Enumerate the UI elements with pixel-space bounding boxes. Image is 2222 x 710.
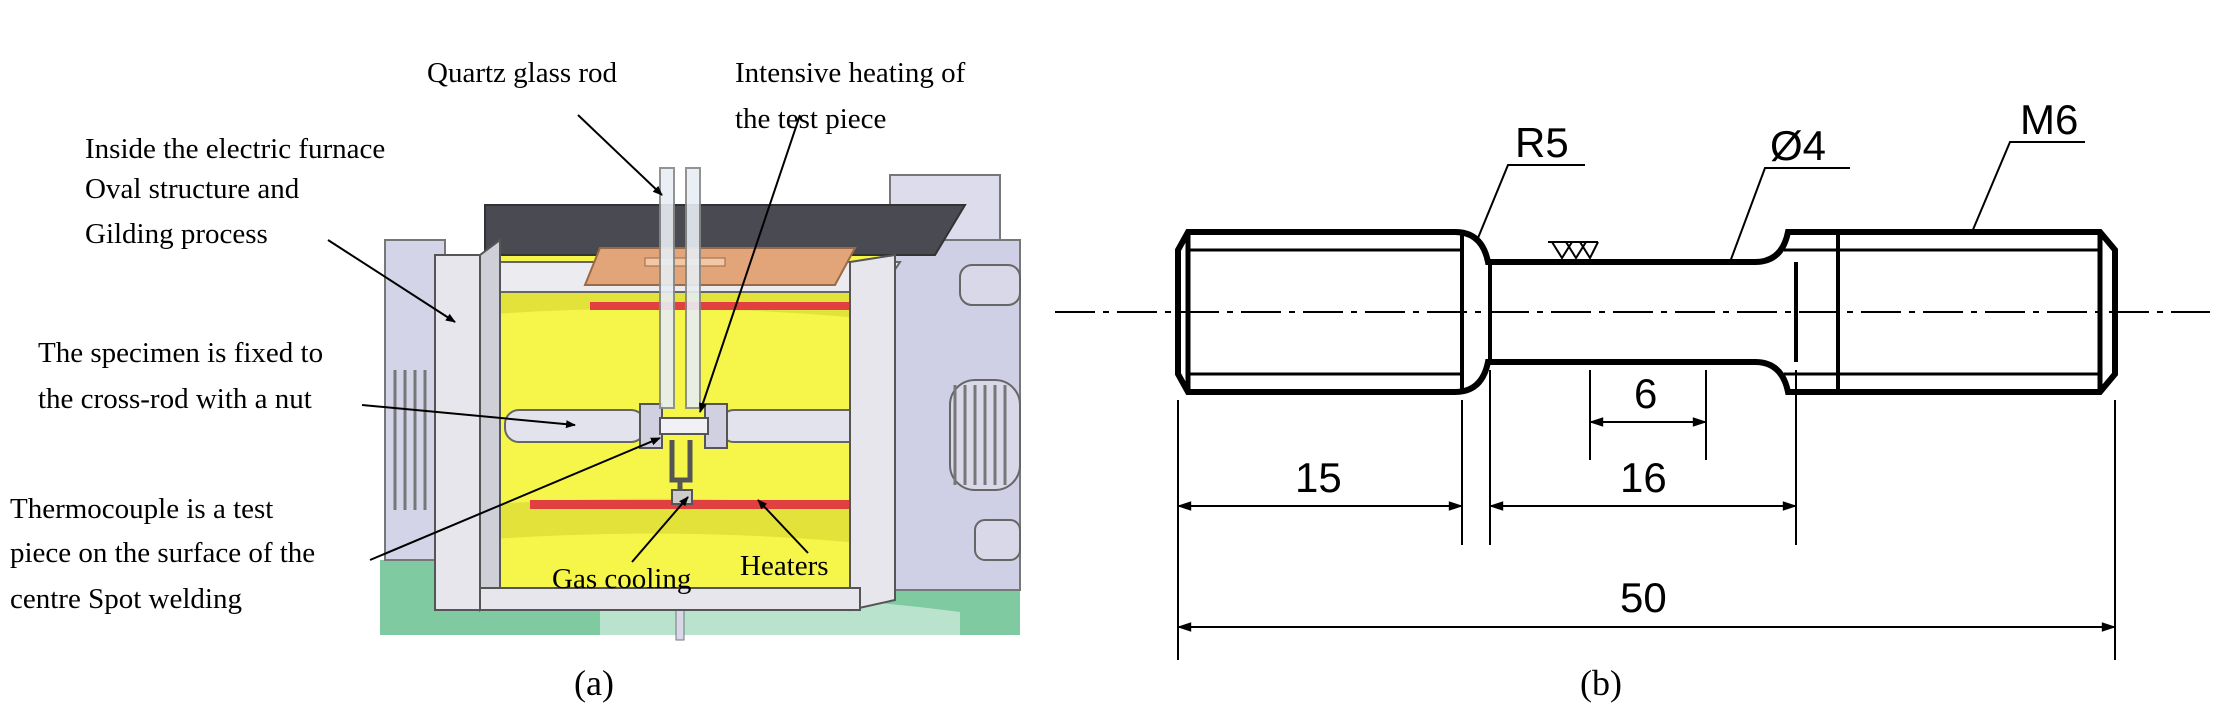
caption-a: (a): [574, 663, 614, 703]
label-gas-cooling: Gas cooling: [552, 563, 691, 595]
label-quartz-rod: Quartz glass rod: [427, 57, 618, 89]
dim-15: 15: [1295, 454, 1342, 501]
dim-d4: Ø4: [1770, 122, 1826, 169]
leader-gas: [631, 496, 689, 563]
leader-quartz: [577, 114, 663, 196]
label-thermo-1: Thermocouple is a test: [10, 493, 273, 525]
bottom-plate: [479, 587, 861, 611]
dim-6: 6: [1634, 370, 1657, 417]
dim-16: 16: [1620, 454, 1667, 501]
interior-shade-bottom: [480, 498, 880, 545]
extension-lines: [1177, 370, 2116, 660]
specimen: [659, 417, 709, 435]
heater-bottom: [530, 500, 860, 509]
label-heating-1: Intensive heating of: [735, 57, 966, 89]
leader-r5: [1477, 164, 1585, 239]
panel-a-labels: Quartz glass rod Intensive heating of th…: [10, 57, 966, 615]
dim-m6: M6: [2020, 96, 2078, 143]
panel-a-furnace: [380, 167, 1021, 641]
label-specimen-1: The specimen is fixed to: [38, 337, 323, 369]
label-furnace-3: Gilding process: [85, 218, 268, 250]
label-heating-2: the test piece: [735, 103, 886, 135]
dim-50: 50: [1620, 574, 1667, 621]
label-furnace-2: Oval structure and: [85, 173, 300, 205]
label-thermo-2: piece on the surface of the: [10, 537, 315, 569]
leader-furnace: [327, 239, 456, 323]
cross-rod-right: [719, 409, 871, 443]
leader-specimen: [361, 404, 576, 429]
panel-b-drawing: [1055, 141, 2210, 660]
leader-thermo: [369, 437, 661, 561]
dim-r5: R5: [1515, 119, 1569, 166]
right-coil: [953, 385, 1007, 485]
leader-heating: [699, 114, 801, 413]
leader-m6: [1971, 141, 2085, 233]
thermocouple-tip: [671, 489, 693, 505]
label-specimen-2: the cross-rod with a nut: [38, 383, 312, 415]
surface-finish-symbol: [1548, 241, 1599, 261]
quartz-rod: [659, 167, 701, 409]
label-heaters: Heaters: [740, 550, 829, 582]
panel-b-dimensions: R5 Ø4 M6 6 15 16 50: [1295, 96, 2078, 621]
leader-heaters: [757, 499, 809, 554]
right-cylinders: [949, 264, 1021, 561]
caption-b: (b): [1580, 663, 1622, 703]
leader-d4: [1729, 167, 1850, 263]
panel-a-leaders: [327, 114, 809, 563]
left-frame: [434, 254, 481, 611]
left-coil: [393, 370, 427, 510]
top-housing: [484, 204, 967, 256]
label-thermo-3: centre Spot welding: [10, 583, 242, 615]
cross-rod-left: [504, 409, 646, 443]
right-frame: [849, 253, 896, 612]
left-frame-face: [479, 238, 501, 612]
label-furnace-1: Inside the electric furnace: [85, 133, 385, 165]
